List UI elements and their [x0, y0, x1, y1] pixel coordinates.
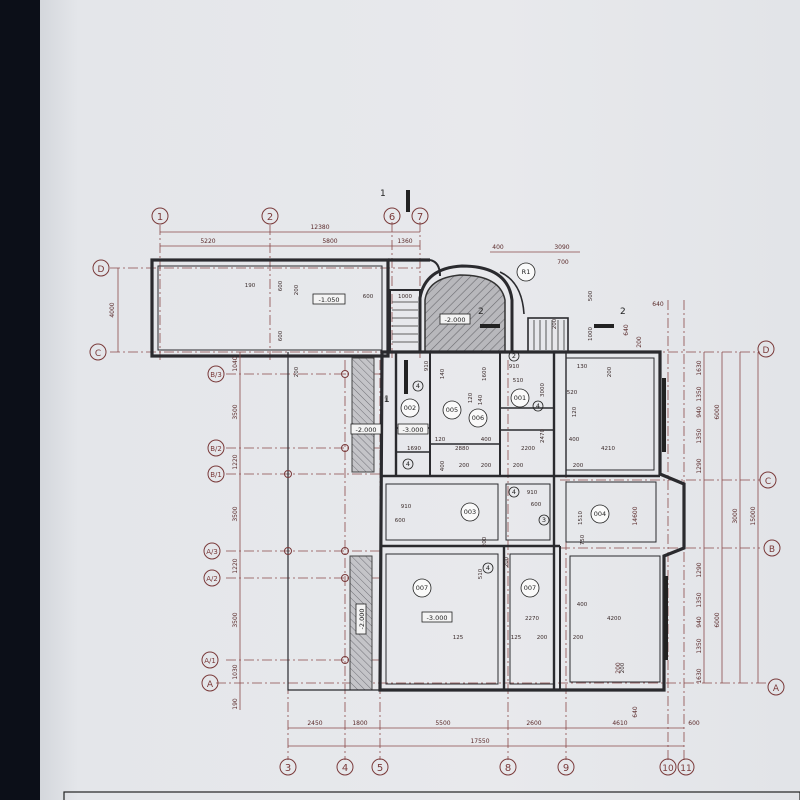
column-markers: [284, 370, 349, 664]
window-marks: [404, 190, 668, 660]
hatched-zones: [349, 274, 506, 691]
paper-sheet: [40, 0, 800, 800]
pit-hatch: [424, 274, 506, 353]
stair-treads: [392, 301, 565, 350]
walls: [150, 258, 686, 692]
hatch-strip-upper: [351, 357, 375, 473]
hatch-strip-lower: [349, 555, 373, 691]
dimension-lines: [117, 231, 759, 747]
